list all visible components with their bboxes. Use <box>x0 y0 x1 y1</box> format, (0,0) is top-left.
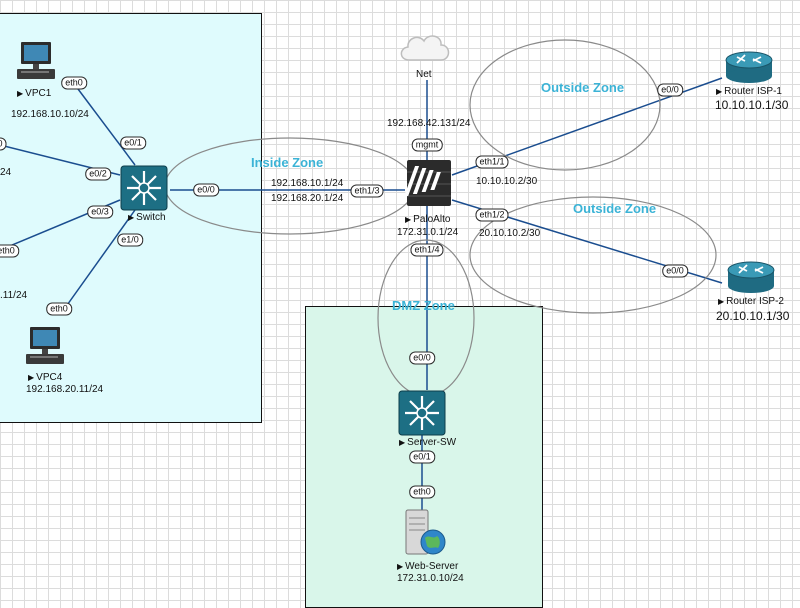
vpc1-label: ▶VPC1 <box>17 88 52 99</box>
paloalto-ip: 172.31.0.1/24 <box>397 227 459 238</box>
router-isp1-ip: 10.10.10.1/30 <box>715 98 789 112</box>
iface-switch-e0-1[interactable]: e0/1 <box>120 136 146 150</box>
inside-address-2: 192.168.20.1/24 <box>271 193 344 204</box>
inside-address-1: 192.168.10.1/24 <box>271 178 344 189</box>
internet-cloud[interactable] <box>397 30 453 71</box>
router-isp2-label: ▶Router ISP-2 <box>718 296 784 307</box>
router-isp2[interactable] <box>726 258 776 299</box>
dmz-zone-ellipse <box>377 239 475 397</box>
eth1-2-address: 20.10.10.2/30 <box>479 228 541 239</box>
iface-paloalto-eth1-2[interactable]: eth1/2 <box>475 208 509 222</box>
iface-switch-e0-2[interactable]: e0/2 <box>85 167 111 181</box>
paloalto-firewall[interactable] <box>404 158 453 213</box>
iface-vpc4-eth0[interactable]: eth0 <box>46 302 72 316</box>
server-switch-label: ▶Server-SW <box>399 437 457 448</box>
pc-icon <box>26 327 64 364</box>
web-server-icon <box>405 509 446 555</box>
switch-label: ▶Switch <box>128 212 166 223</box>
iface-paloalto-mgmt[interactable]: mgmt <box>411 138 443 152</box>
server-switch-device[interactable] <box>398 390 448 441</box>
iface-paloalto-eth1-1[interactable]: eth1/1 <box>475 155 509 169</box>
outside-zone-top-label: Outside Zone <box>541 80 625 95</box>
dmz-zone-label: DMZ Zone <box>392 298 455 313</box>
iface-switch-e0-3[interactable]: e0/3 <box>87 205 113 219</box>
vpc4-ip: 192.168.20.11/24 <box>26 384 104 395</box>
layer3-switch-icon <box>120 165 168 211</box>
iface-switch-e1-0[interactable]: e1/0 <box>117 233 143 247</box>
layer3-switch-icon <box>398 390 446 436</box>
iface-switch-e0-0[interactable]: e0/0 <box>193 183 219 197</box>
switch-device[interactable] <box>120 165 170 216</box>
vpc1-device[interactable] <box>13 40 57 89</box>
iface-serversw-e0-1[interactable]: e0/1 <box>409 450 435 464</box>
iface-isp2-e0-0[interactable]: e0/0 <box>662 264 688 278</box>
eth1-1-address: 10.10.10.2/30 <box>476 176 538 187</box>
link-switch-vpc4 <box>59 209 136 316</box>
paloalto-label: ▶PaloAlto <box>405 214 451 225</box>
inside-zone-label: Inside Zone <box>251 155 324 170</box>
iface-isp1-e0-0[interactable]: e0/0 <box>657 83 683 97</box>
iface-paloalto-eth1-3[interactable]: eth1/3 <box>350 184 384 198</box>
outside-zone-bottom-ellipse <box>469 196 717 314</box>
vpc4-label: ▶VPC4 <box>28 372 63 383</box>
mgmt-address: 192.168.42.131/24 <box>387 118 471 129</box>
iface-left-e0-3-peer[interactable]: eth0 <box>0 244 19 258</box>
router-icon <box>725 51 773 83</box>
cloud-icon <box>400 35 450 61</box>
link-vpc1-switch <box>74 84 136 166</box>
outside-zone-bottom-label: Outside Zone <box>573 201 657 216</box>
router-isp1-label: ▶Router ISP-1 <box>716 86 782 97</box>
router-icon <box>727 261 775 293</box>
router-isp1[interactable] <box>724 48 774 89</box>
outside-zone-top-ellipse <box>469 39 661 171</box>
web-server-label: ▶Web-Server <box>397 561 459 572</box>
iface-vpc1-eth0[interactable]: eth0 <box>61 76 87 90</box>
iface-serversw-e0-0[interactable]: e0/0 <box>409 351 435 365</box>
left-partial-address-1: 24 <box>0 167 12 178</box>
vpc1-ip: 192.168.10.10/24 <box>11 109 89 120</box>
vpc4-device[interactable] <box>22 325 66 374</box>
web-server-ip: 172.31.0.10/24 <box>397 573 464 584</box>
net-label: Net <box>416 69 432 80</box>
iface-webserver-eth0[interactable]: eth0 <box>409 485 435 499</box>
iface-paloalto-eth1-4[interactable]: eth1/4 <box>410 243 444 257</box>
web-server-device[interactable] <box>400 508 450 563</box>
router-isp2-ip: 20.10.10.1/30 <box>716 309 790 323</box>
firewall-icon <box>404 160 451 206</box>
pc-icon <box>17 42 55 79</box>
left-partial-address-2: .11/24 <box>0 290 28 301</box>
